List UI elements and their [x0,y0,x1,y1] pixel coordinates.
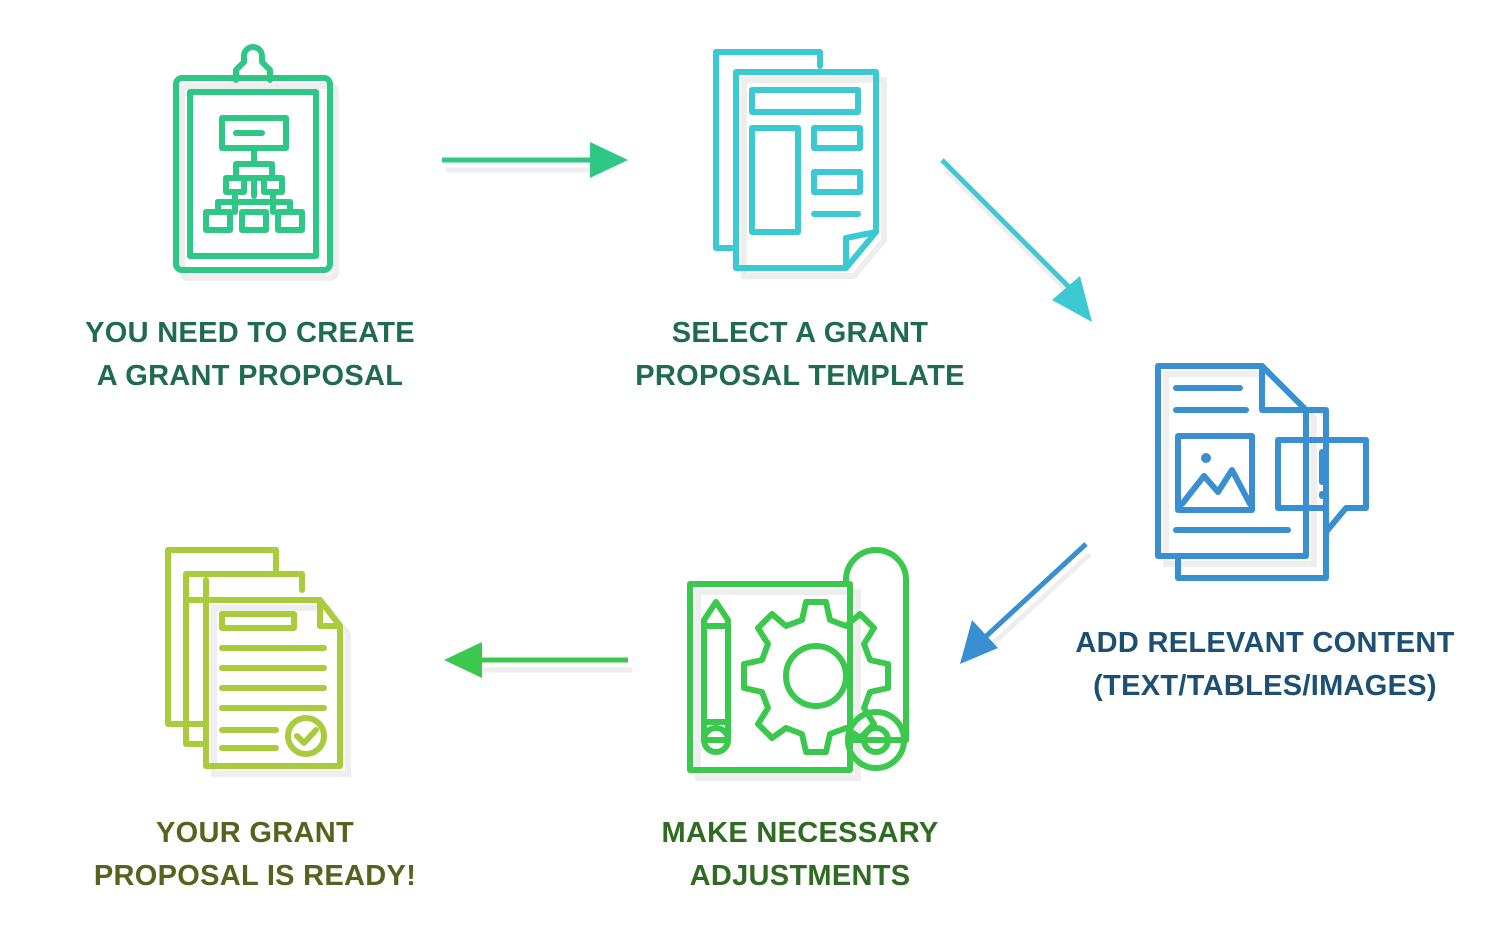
arrow-step2-to-step3 [940,158,1092,322]
step-5-label: YOUR GRANT PROPOSAL IS READY! [60,812,450,898]
step-1-label: YOU NEED TO CREATE A GRANT PROPOSAL [60,312,440,398]
step-4-label-line-1: MAKE NECESSARY [661,817,939,849]
step-1-label-line-1: YOU NEED TO CREATE [85,317,415,349]
step-1-label-line-2: A GRANT PROPOSAL [96,360,404,392]
step-4-label: MAKE NECESSARY ADJUSTMENTS [600,812,1000,898]
document-content-icon [1155,363,1369,581]
step-5-label-line-1: YOUR GRANT [156,817,354,849]
step-3-label-line-1: ADD RELEVANT CONTENT [1075,627,1455,659]
arrow-step4-to-step5 [444,642,632,678]
approved-documents-icon [165,547,351,777]
step-2-label-line-2: PROPOSAL TEMPLATE [635,360,965,392]
step-2-label-line-1: SELECT A GRANT [671,317,929,349]
step-3-label-line-2: (TEXT/TABLES/IMAGES) [1093,670,1437,702]
step-3-label: ADD RELEVANT CONTENT (TEXT/TABLES/IMAGES… [1060,622,1470,708]
clipboard-flowchart-icon [173,44,339,281]
step-5-label-line-2: PROPOSAL IS READY! [93,860,417,892]
blueprint-gear-icon [687,547,909,781]
arrow-step1-to-step2 [442,142,628,178]
step-2-label: SELECT A GRANT PROPOSAL TEMPLATE [600,312,1000,398]
document-template-icon [713,49,887,279]
step-4-label-line-2: ADJUSTMENTS [689,860,911,892]
arrow-step3-to-step4 [960,542,1092,664]
